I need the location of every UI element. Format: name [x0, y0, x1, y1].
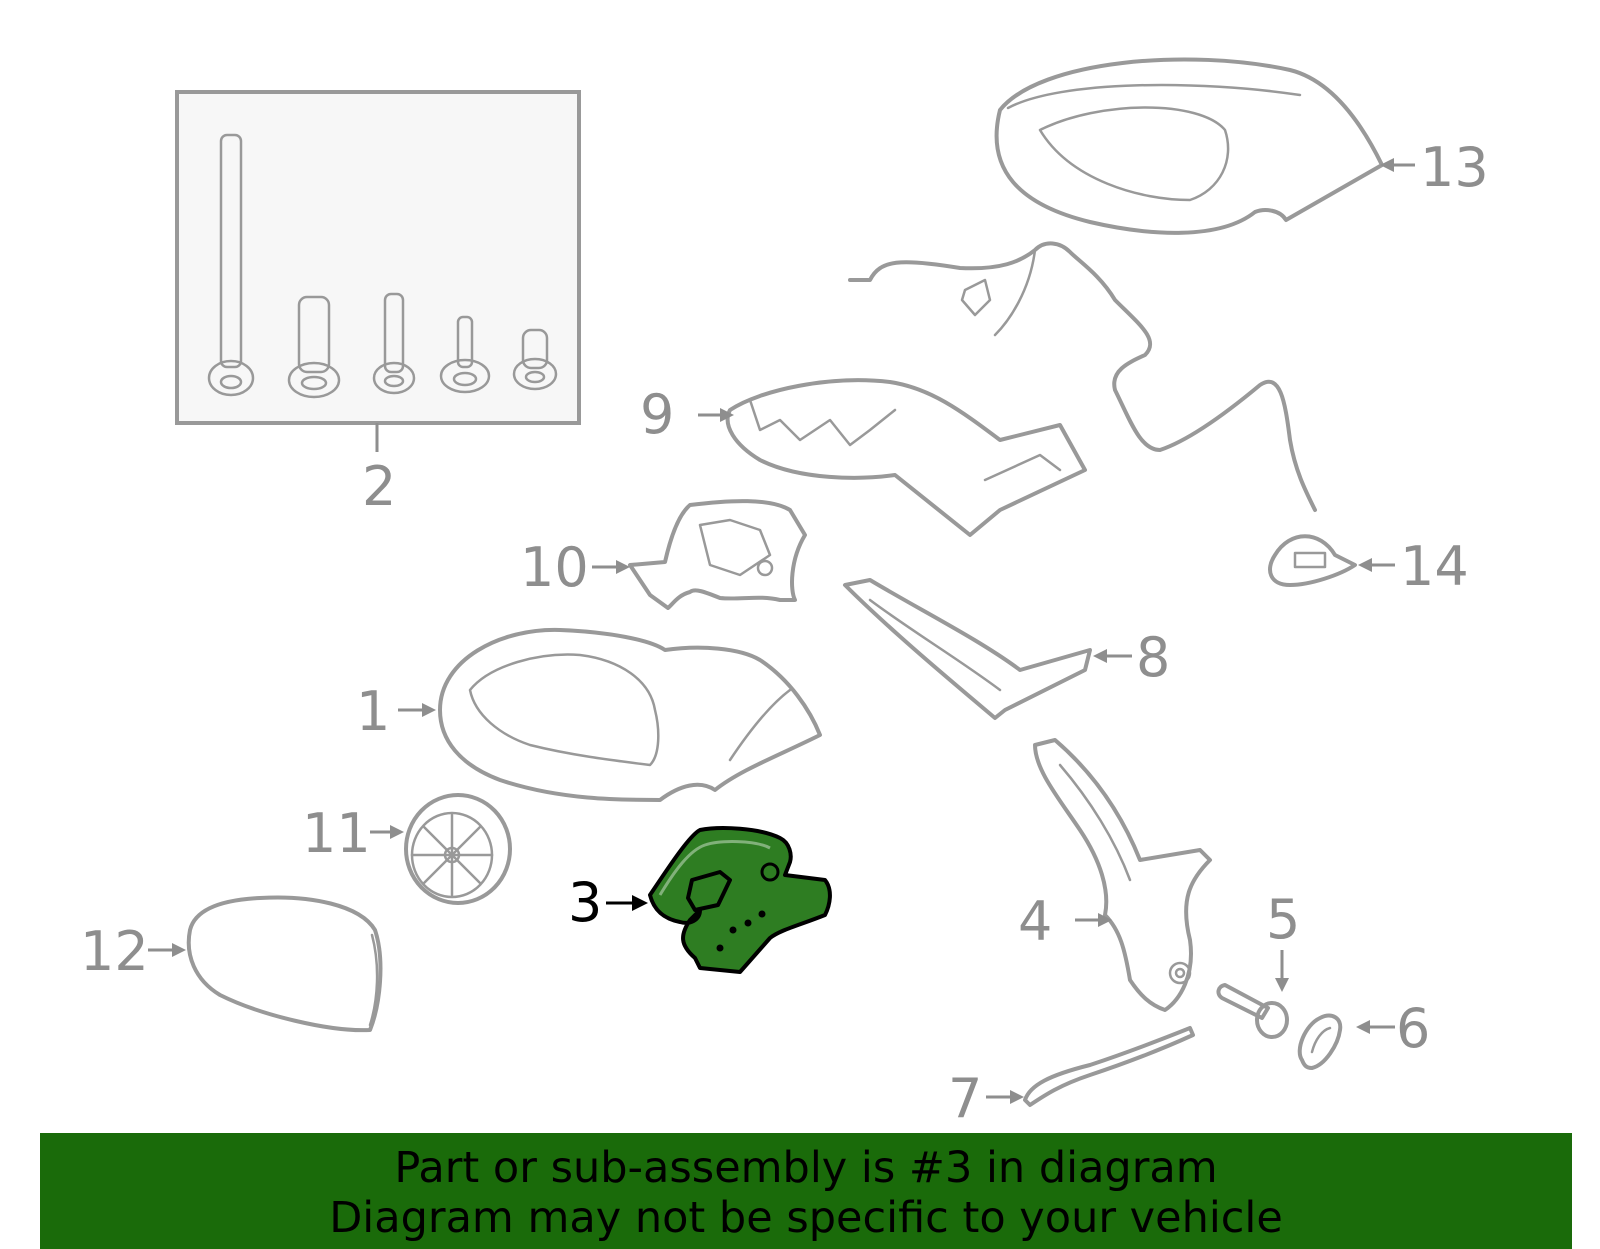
callout-9: 9 — [640, 383, 674, 446]
callout-5: 5 — [1266, 888, 1300, 951]
callout-6: 6 — [1396, 997, 1430, 1060]
callout-7: 7 — [948, 1067, 982, 1130]
callout-12: 12 — [80, 920, 149, 983]
callout-2: 2 — [362, 455, 396, 518]
part-2-hardware-kit — [175, 90, 581, 452]
callout-10: 10 — [520, 536, 589, 599]
part-9-housing — [725, 378, 1087, 537]
callout-3: 3 — [568, 871, 602, 934]
part-14-harness — [848, 241, 1357, 587]
info-banner: Part or sub-assembly is #3 in diagram Di… — [40, 1133, 1572, 1249]
banner-line-2: Diagram may not be specific to your vehi… — [329, 1193, 1283, 1243]
leaders — [148, 158, 1415, 1104]
callout-1: 1 — [356, 680, 390, 743]
part-13-cover — [994, 57, 1384, 235]
banner-line-1: Part or sub-assembly is #3 in diagram — [394, 1143, 1218, 1193]
part-6-clip — [1297, 1013, 1343, 1070]
part-5-bolt — [1216, 983, 1289, 1039]
callout-11: 11 — [302, 802, 371, 865]
part-7-seal — [1023, 1026, 1195, 1107]
part-12-glass — [186, 895, 383, 1033]
part-4-arm — [1033, 738, 1212, 1012]
part-11-motor — [404, 793, 512, 905]
callout-8: 8 — [1136, 626, 1170, 689]
part-1-mirror-housing — [438, 627, 822, 802]
part-8-trim — [843, 578, 1092, 720]
callout-13: 13 — [1420, 136, 1489, 199]
part-3-highlighted — [648, 826, 832, 974]
callouts: 1 2 3 4 5 6 7 8 9 10 11 12 13 14 — [80, 136, 1489, 1130]
part-10-bracket — [628, 499, 807, 610]
callout-14: 14 — [1400, 535, 1469, 598]
callout-4: 4 — [1018, 890, 1052, 953]
